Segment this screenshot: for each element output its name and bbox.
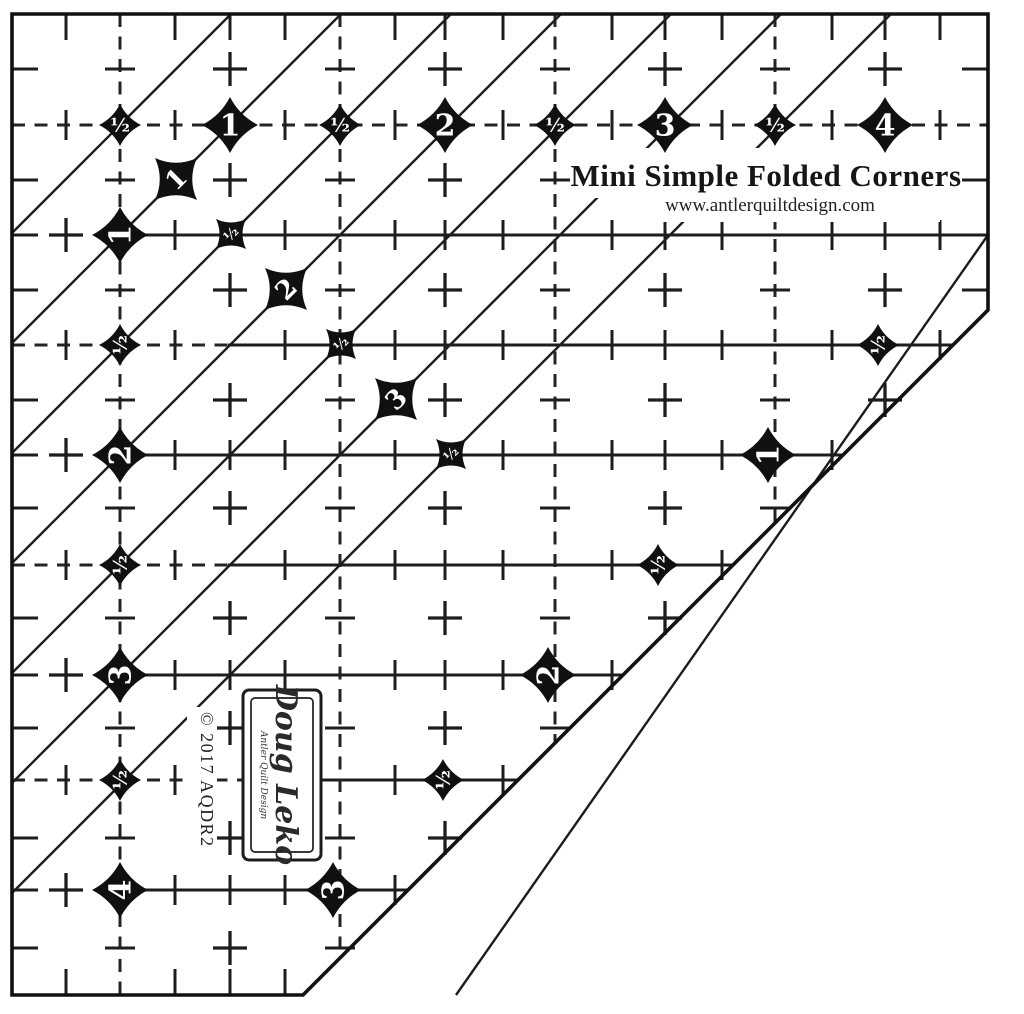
marker-4: 4 [92, 862, 148, 918]
marker-½: ½ [857, 324, 899, 366]
text-knockouts [187, 148, 962, 857]
marker-4: 4 [857, 97, 913, 153]
copyright-text: © 2017 AQDR2 [197, 712, 217, 848]
ruler-outline [10, 12, 990, 997]
svg-text:3: 3 [104, 665, 139, 686]
marker-3: 3 [92, 647, 148, 703]
marker-½: ½ [422, 759, 464, 801]
svg-text:4: 4 [875, 109, 896, 144]
svg-text:½: ½ [868, 335, 890, 355]
svg-text:© 2017 AQDR2: © 2017 AQDR2 [197, 712, 217, 848]
logo-outer-border [241, 688, 323, 862]
logo-signature: Doug Leko [268, 684, 303, 865]
marker-½: ½ [436, 439, 466, 469]
svg-text:½: ½ [545, 115, 565, 137]
marker-½: ½ [319, 104, 361, 146]
marker-1: 1 [155, 158, 197, 200]
svg-text:2: 2 [532, 665, 567, 686]
marker-½: ½ [216, 219, 246, 249]
svg-text:2: 2 [435, 109, 456, 144]
marker-3: 3 [305, 862, 361, 918]
svg-text:2: 2 [104, 445, 139, 466]
marker-2: 2 [265, 268, 307, 310]
logo-stamp: Doug Leko Antler Quilt Design [241, 684, 323, 865]
svg-text:½: ½ [648, 555, 670, 575]
svg-text:½: ½ [110, 335, 132, 355]
svg-text:3: 3 [655, 109, 676, 144]
svg-text:½: ½ [110, 555, 132, 575]
svg-text:1: 1 [220, 109, 241, 144]
marker-½: ½ [754, 104, 796, 146]
svg-text:½: ½ [110, 770, 132, 790]
marker-½: ½ [99, 759, 141, 801]
marker-2: 2 [520, 647, 576, 703]
marker-½: ½ [99, 544, 141, 586]
logo-company: Antler Quilt Design [258, 730, 268, 819]
marker-1: 1 [740, 427, 796, 483]
svg-text:½: ½ [110, 115, 130, 137]
marker-½: ½ [534, 104, 576, 146]
marker-½: ½ [99, 104, 141, 146]
marker-½: ½ [637, 544, 679, 586]
marker-½: ½ [326, 329, 356, 359]
svg-text:½: ½ [433, 770, 455, 790]
marker-3: 3 [375, 378, 417, 420]
marker-2: 2 [92, 427, 148, 483]
svg-text:½: ½ [330, 115, 350, 137]
marker-1: 1 [92, 207, 148, 263]
svg-text:½: ½ [765, 115, 785, 137]
website-text: www.antlerquiltdesign.com [665, 195, 875, 216]
marker-2: 2 [417, 97, 473, 153]
marker-3: 3 [637, 97, 693, 153]
svg-text:1: 1 [104, 225, 139, 246]
title-text: Mini Simple Folded Corners [570, 158, 961, 193]
logo-inner-border [250, 697, 314, 853]
svg-text:1: 1 [752, 445, 787, 466]
marker-1: 1 [202, 97, 258, 153]
marker-½: ½ [99, 324, 141, 366]
svg-text:4: 4 [104, 880, 139, 901]
svg-text:3: 3 [317, 880, 352, 901]
